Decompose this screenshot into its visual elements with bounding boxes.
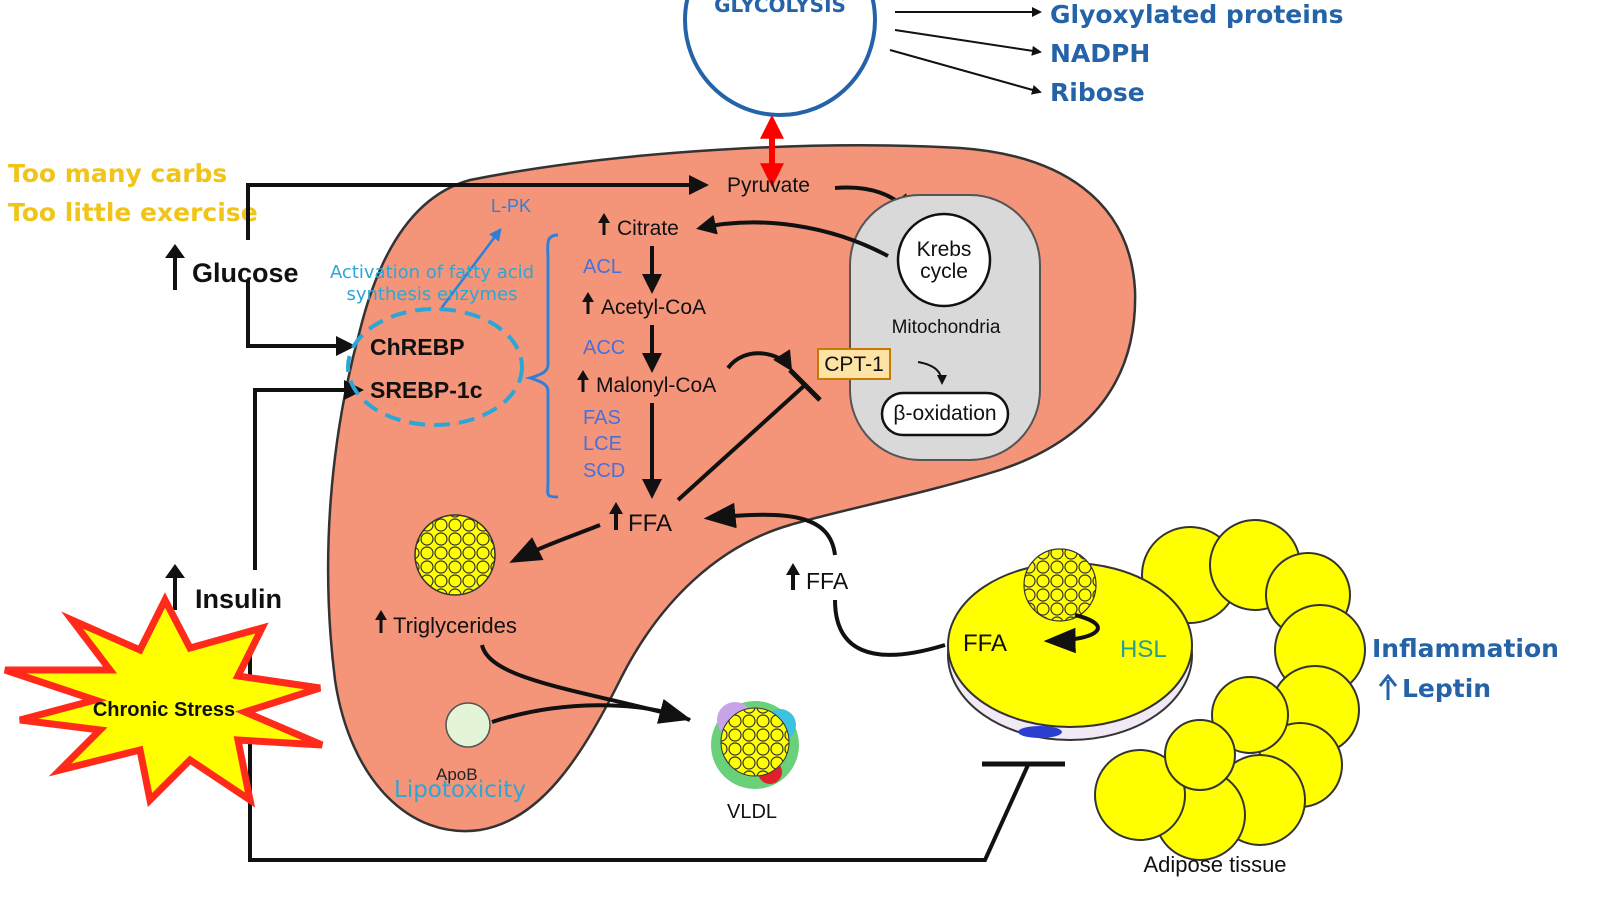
adipose-label: Adipose tissue xyxy=(1143,852,1286,877)
krebs-line1: Krebs xyxy=(917,238,972,261)
enzyme-brace xyxy=(524,233,559,499)
glycolysis-node: GLYCOLYSIS xyxy=(683,0,877,117)
glucose-to-pyruvate-arrow xyxy=(246,175,709,240)
up-arrow-icon xyxy=(375,610,387,633)
vldl-label: VLDL xyxy=(727,801,777,823)
up-arrow-icon xyxy=(577,370,589,392)
vldl-particle xyxy=(711,701,799,789)
chrebp-to-lpk-arrow xyxy=(439,228,502,311)
apob-particle xyxy=(445,702,491,748)
ffa-to-cpt1-line xyxy=(676,383,807,502)
up-arrow-icon xyxy=(1378,673,1398,700)
glucose-input: Glucose xyxy=(165,244,299,290)
pyruvate-label: Pyruvate xyxy=(727,174,810,197)
glucose-to-chrebp-arrow xyxy=(246,280,356,356)
output-ribose: Ribose xyxy=(1050,78,1145,107)
cpt1-label: CPT-1 xyxy=(824,353,884,376)
krebs-line2: cycle xyxy=(920,260,968,283)
triglycerides-label: Triglycerides xyxy=(393,613,517,638)
up-arrow-icon xyxy=(609,502,623,530)
chrebp-label: ChREBP xyxy=(370,334,465,360)
stress-label: Chronic Stress xyxy=(93,699,235,721)
up-arrow-icon xyxy=(786,563,800,590)
lpk-label: L-PK xyxy=(491,196,531,216)
beta-oxidation-box xyxy=(880,391,1010,437)
output-nadph: NADPH xyxy=(1050,39,1150,68)
cause-carbs: Too many carbs xyxy=(8,159,227,188)
up-arrow-icon xyxy=(582,292,594,314)
citrate-label: Citrate xyxy=(617,217,679,240)
circulating-ffa-label: FFA xyxy=(806,568,849,594)
adipose-ffa-label: FFA xyxy=(963,630,1007,657)
enzyme-scd: SCD xyxy=(583,460,625,482)
cpt1-box: CPT-1 xyxy=(817,348,891,380)
krebs-to-citrate-arrow xyxy=(696,214,889,258)
ffa-to-tg-arrow xyxy=(509,523,601,563)
srebp-label: SREBP-1c xyxy=(370,377,483,403)
enzyme-acl: ACL xyxy=(583,256,622,278)
up-arrow-icon xyxy=(165,564,185,610)
starburst-icon: Chronic Stress xyxy=(3,592,324,808)
enzyme-fas: FAS xyxy=(583,407,621,429)
insulin-inhibition-line xyxy=(248,632,1030,862)
glucose-label: Glucose xyxy=(192,258,299,288)
lipotoxicity-label: Lipotoxicity xyxy=(394,777,526,803)
output-glyoxylated-proteins: Glyoxylated proteins xyxy=(1050,0,1343,29)
insulin-to-srebp-arrow xyxy=(253,380,364,570)
up-arrow-icon xyxy=(598,213,610,235)
effect-leptin: Leptin xyxy=(1402,674,1491,703)
cause-exercise: Too little exercise xyxy=(8,198,258,227)
insulin-input: Insulin xyxy=(165,564,282,614)
hsl-label: HSL xyxy=(1120,636,1167,663)
ffa-label: FFA xyxy=(628,510,672,537)
effect-inflammation: Inflammation xyxy=(1372,634,1559,663)
activation-line2: synthesis enzymes xyxy=(346,284,517,305)
mitochondria-label: Mitochondria xyxy=(892,317,1001,338)
apob-to-vldl-arrow xyxy=(491,703,691,724)
activation-line1: Activation of fatty acid xyxy=(330,262,534,283)
adipose-ffa-line xyxy=(833,599,946,657)
adipose-to-liver-ffa-arrow xyxy=(703,502,837,556)
acetyl-coa-label: Acetyl-CoA xyxy=(601,296,706,319)
adipose-tissue xyxy=(947,519,1366,861)
malonyl-coa-label: Malonyl-CoA xyxy=(596,374,716,397)
glycolysis-label: GLYCOLYSIS xyxy=(714,0,846,17)
enzymes: ACL ACC FAS LCE SCD xyxy=(524,233,625,499)
malonyl-to-cpt1-arrow xyxy=(726,349,793,372)
apob-label: ApoB xyxy=(436,765,478,784)
glycolysis-outputs: Glyoxylated proteins NADPH Ribose xyxy=(889,0,1343,107)
lipogenesis-pathway: Citrate Acetyl-CoA Malonyl-CoA FFA xyxy=(577,213,716,537)
insulin-label: Insulin xyxy=(195,584,282,614)
beta-oxidation-label: β-oxidation xyxy=(893,402,996,425)
mitochondria: Krebs cycle Mitochondria β-oxidation xyxy=(849,194,1041,461)
hsl-lipolysis-arrow xyxy=(1043,613,1100,654)
up-arrow-icon xyxy=(165,244,185,290)
enzyme-lce: LCE xyxy=(583,433,622,455)
fat-droplet-icon xyxy=(414,514,496,596)
transcription-factors: ChREBP SREBP-1c xyxy=(346,307,524,427)
enzyme-acc: ACC xyxy=(583,337,625,359)
krebs-cycle xyxy=(896,212,992,308)
